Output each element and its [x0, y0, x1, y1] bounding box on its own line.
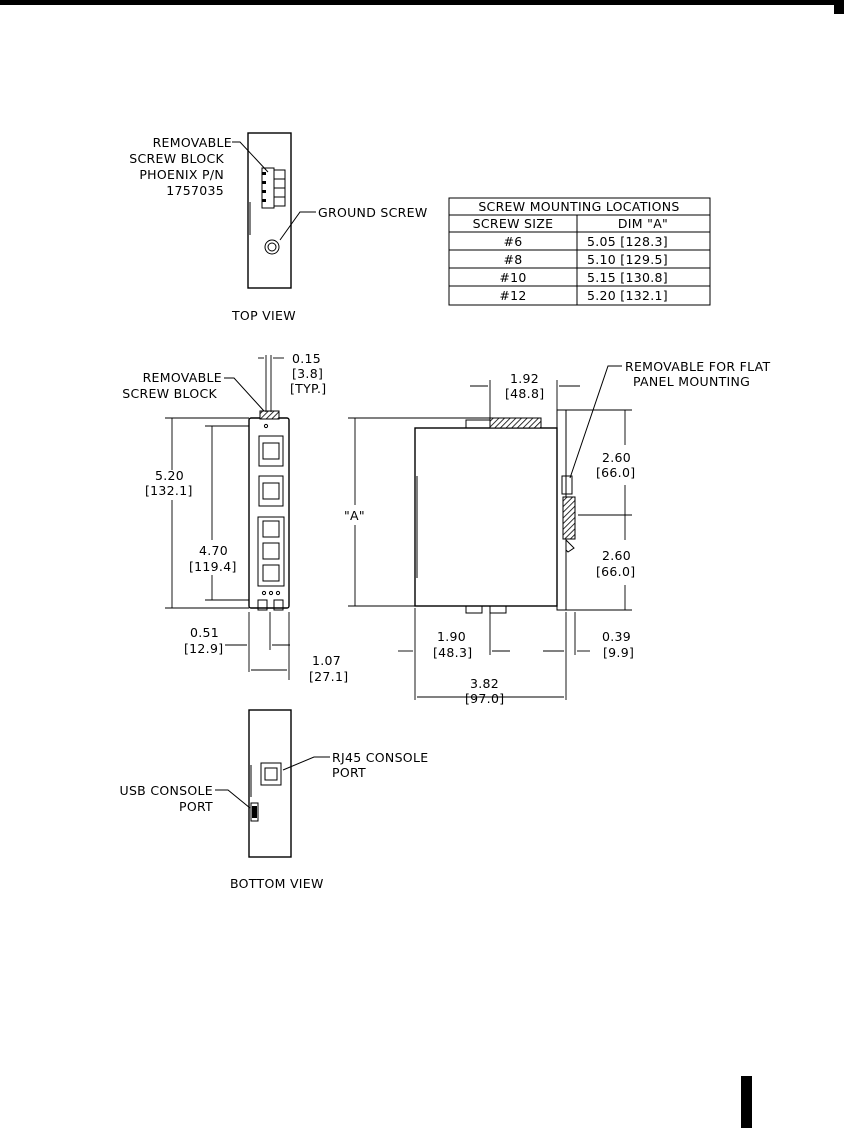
dim-260-bot-b: [66.0]: [596, 564, 635, 579]
top-view-block-label-2: SCREW BLOCK: [129, 151, 224, 166]
dim-470-b: [119.4]: [189, 559, 237, 574]
dim-520-a: 5.20: [155, 468, 184, 483]
top-view-block-label-4: 1757035: [166, 183, 224, 198]
table-header-screw-size: SCREW SIZE: [473, 216, 554, 231]
dim-260-top-a: 2.60: [602, 450, 631, 465]
top-view-caption: TOP VIEW: [231, 308, 296, 323]
dim-015-c: [TYP.]: [290, 381, 326, 396]
dim-382-b: [97.0]: [465, 691, 504, 706]
table-header-dim-a: DIM "A": [618, 216, 668, 231]
dim-382-a: 3.82: [470, 676, 499, 691]
top-view: REMOVABLE SCREW BLOCK PHOENIX P/N 175703…: [129, 132, 428, 323]
dim-260-top-b: [66.0]: [596, 465, 635, 480]
dim-015-b: [3.8]: [292, 366, 323, 381]
dim-a-label: "A": [344, 508, 365, 523]
dim-190-b: [48.3]: [433, 645, 472, 660]
front-block-label-1: REMOVABLE: [143, 370, 222, 385]
dim-039-a: 0.39: [602, 629, 631, 644]
table-cell: 5.05 [128.3]: [587, 234, 668, 249]
dim-520-b: [132.1]: [145, 483, 193, 498]
table-cell: 5.15 [130.8]: [587, 270, 668, 285]
table-cell: #6: [503, 234, 522, 249]
flat-panel-label-2: PANEL MOUNTING: [633, 374, 750, 389]
dim-051-a: 0.51: [190, 625, 219, 640]
dim-190-a: 1.90: [437, 629, 466, 644]
screw-mounting-table: SCREW MOUNTING LOCATIONS SCREW SIZE DIM …: [448, 197, 711, 306]
bottom-view-caption: BOTTOM VIEW: [230, 876, 324, 891]
side-view: REMOVABLE FOR FLAT PANEL MOUNTING 1.92 […: [344, 359, 771, 706]
table-cell: #8: [503, 252, 522, 267]
dim-107-b: [27.1]: [309, 669, 348, 684]
dim-260-bot-a: 2.60: [602, 548, 631, 563]
dim-015-a: 0.15: [292, 351, 321, 366]
top-rule: [0, 0, 844, 5]
usb-label-2: PORT: [179, 799, 213, 814]
top-right-tab: [834, 0, 844, 14]
table-cell: #10: [499, 270, 526, 285]
dim-192-b: [48.8]: [505, 386, 544, 401]
top-view-block-label-1: REMOVABLE: [153, 135, 232, 150]
rj45-label-1: RJ45 CONSOLE: [332, 750, 428, 765]
rj45-label-2: PORT: [332, 765, 366, 780]
table-cell: 5.20 [132.1]: [587, 288, 668, 303]
dim-051-b: [12.9]: [184, 641, 223, 656]
table-cell: 5.10 [129.5]: [587, 252, 668, 267]
top-view-block-label-3: PHOENIX P/N: [139, 167, 224, 182]
dim-039-b: [9.9]: [603, 645, 634, 660]
flat-panel-label-1: REMOVABLE FOR FLAT: [625, 359, 771, 374]
table-title: SCREW MOUNTING LOCATIONS: [478, 199, 679, 214]
front-view: 0.15 [3.8] [TYP.] REMOVABLE SCREW BLOCK …: [122, 351, 348, 684]
dim-107-a: 1.07: [312, 653, 341, 668]
dim-470-a: 4.70: [199, 543, 228, 558]
bottom-view: RJ45 CONSOLE PORT USB CONSOLE PORT BOTTO…: [120, 709, 428, 891]
front-block-label-2: SCREW BLOCK: [122, 386, 217, 401]
table-cell: #12: [499, 288, 526, 303]
dim-192-a: 1.92: [510, 371, 539, 386]
page-edge-tab: [741, 1076, 752, 1128]
ground-screw-label: GROUND SCREW: [318, 205, 428, 220]
usb-label-1: USB CONSOLE: [120, 783, 214, 798]
